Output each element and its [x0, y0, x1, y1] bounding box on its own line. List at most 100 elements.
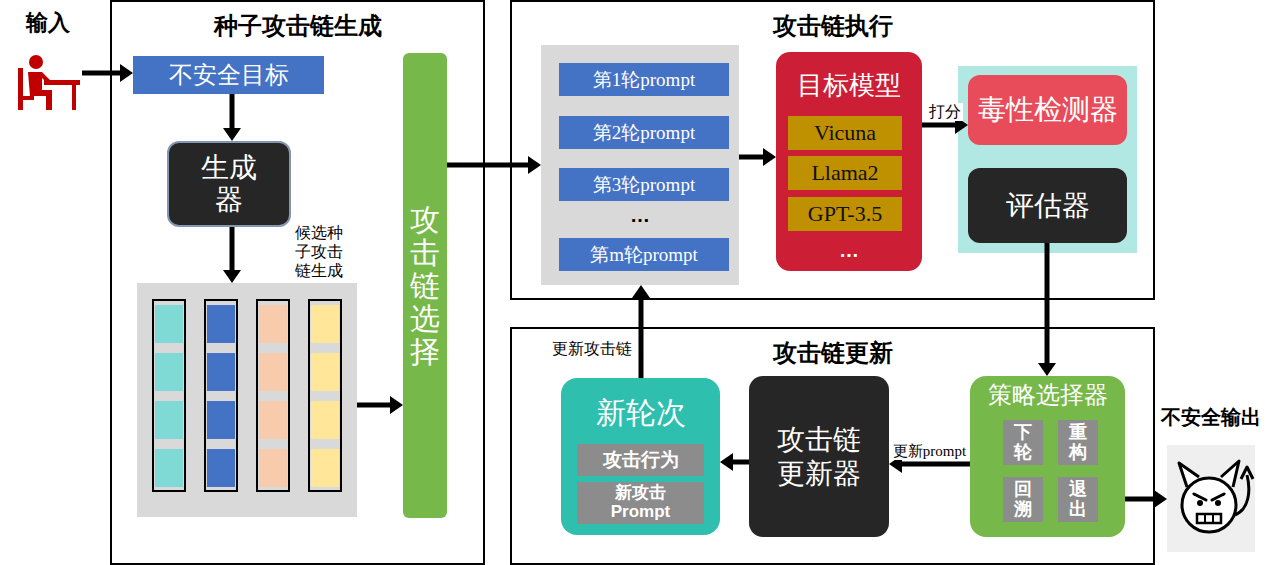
connector-line	[1045, 243, 1050, 364]
arrow-head	[1154, 490, 1167, 508]
connector-line	[230, 227, 235, 271]
devil-face	[1167, 445, 1255, 552]
devil-face-part	[1197, 514, 1221, 523]
node-text: 生成器	[197, 152, 261, 216]
chain-column-part	[259, 401, 287, 439]
person-icon-part	[18, 96, 34, 100]
edge-label: 打分	[927, 103, 963, 121]
node-text: 第1轮prompt	[593, 67, 695, 93]
arrow-head	[390, 396, 403, 414]
node-text: 策略选择器	[970, 382, 1125, 408]
updater-box: 攻击链更新器	[749, 376, 889, 537]
node-text: 攻击链更新器	[767, 423, 871, 490]
node-text: 目标模型	[776, 70, 922, 101]
node-text: 退出	[1069, 480, 1087, 520]
node-text: 新攻击 Prompt	[595, 484, 686, 521]
node-text: 第2轮prompt	[593, 120, 695, 146]
model-name: Vicuna	[788, 116, 902, 150]
arrow-head	[223, 270, 241, 283]
strategy-option: 下轮	[1003, 420, 1043, 465]
edge-label: 更新攻击链	[550, 340, 634, 358]
connector-line	[739, 155, 764, 160]
devil-face-part	[1197, 500, 1203, 506]
round-box: 新轮次攻击行为新攻击 Prompt	[561, 378, 720, 535]
chain-column-part	[155, 401, 183, 439]
node-text: 攻击链选择	[410, 203, 440, 368]
node-text: 新轮次	[561, 396, 720, 429]
output-box: 不安全输出	[1167, 445, 1255, 552]
process-box: 生成器	[167, 141, 291, 227]
chain-column-part	[259, 305, 287, 343]
arrow-head	[720, 453, 733, 471]
evaluation-area	[958, 66, 1137, 253]
node-text: 攻击行为	[603, 447, 679, 473]
connector	[357, 396, 403, 414]
chain-column-part	[259, 449, 287, 487]
prompt-area: … 第1轮prompt 第2轮prompt 第3轮prompt 第m轮prompt	[541, 45, 739, 285]
node-text: …	[541, 205, 739, 225]
input-arrow-part	[82, 71, 120, 76]
devil-face-part	[1235, 475, 1249, 515]
chain-column-part	[259, 353, 287, 391]
chain-column-part	[311, 449, 339, 487]
chain-column-part	[207, 401, 235, 439]
chain-column-part	[153, 300, 185, 491]
chain-column	[205, 300, 237, 491]
process-box: 不安全目标	[133, 56, 324, 94]
node-text: 攻击链执行	[512, 12, 1153, 41]
action-box: 攻击行为	[577, 444, 704, 476]
connector-line	[230, 94, 235, 129]
candidate-chains	[137, 283, 357, 517]
node-text: 第m轮prompt	[590, 242, 698, 268]
model-box: 目标模型…VicunaLlama2GPT-3.5	[776, 52, 922, 271]
chain-column-part	[207, 449, 235, 487]
devil-face-part	[1212, 494, 1224, 500]
connector-line	[901, 462, 970, 467]
node-text: 评估器	[1006, 187, 1090, 225]
input-label: 输入	[26, 8, 70, 38]
strategy-option: 退出	[1058, 477, 1098, 522]
chain-column-part	[155, 305, 183, 343]
edge-label: 更新prompt	[891, 443, 968, 460]
devil-face-part	[1194, 494, 1206, 500]
person-icon-part	[18, 68, 23, 110]
chain-column-part	[155, 449, 183, 487]
selector-bar: 攻击链选择	[403, 53, 447, 518]
connector-line	[447, 163, 529, 168]
strategy-box: 策略选择器下轮重构回溯退出	[970, 376, 1125, 537]
node-text: Llama2	[811, 160, 878, 186]
model-name: GPT-3.5	[788, 197, 902, 231]
evaluator-box: 评估器	[968, 168, 1127, 243]
node-text: GPT-3.5	[808, 201, 882, 227]
node-text: 种子攻击链生成	[112, 12, 483, 41]
model-name: Llama2	[788, 156, 902, 190]
node-text: 候选种子攻击链生成	[295, 223, 345, 281]
strategy-option: 重构	[1058, 420, 1098, 465]
arrow-head	[632, 285, 650, 298]
node-text: 第3轮prompt	[593, 172, 695, 198]
node-text: 重构	[1069, 423, 1087, 463]
person-icon-part	[29, 55, 43, 69]
chain-column	[257, 300, 289, 491]
input-arrow	[82, 64, 133, 82]
connector	[1038, 243, 1056, 376]
strategy-option: 回溯	[1003, 477, 1043, 522]
prompt-box: 第m轮prompt	[559, 238, 729, 271]
connector-line	[639, 297, 644, 378]
connector	[223, 227, 241, 283]
node-text: 下轮	[1014, 423, 1032, 463]
chain-column-part	[205, 300, 237, 491]
connector	[720, 453, 749, 471]
node-text: 不安全输出	[1153, 405, 1269, 429]
chain-column	[309, 300, 341, 491]
input-arrow-part	[120, 64, 133, 82]
chain-column	[153, 300, 185, 491]
chain-column-part	[207, 353, 235, 391]
node-text: 不安全目标	[169, 59, 289, 91]
connector-line	[732, 460, 749, 465]
connector	[223, 94, 241, 141]
panel: 攻击链更新新轮次攻击行为新攻击 Prompt攻击链更新器策略选择器下轮重构回溯退…	[510, 327, 1155, 565]
connector-line	[357, 403, 391, 408]
prompt-box: 第3轮prompt	[559, 168, 729, 201]
